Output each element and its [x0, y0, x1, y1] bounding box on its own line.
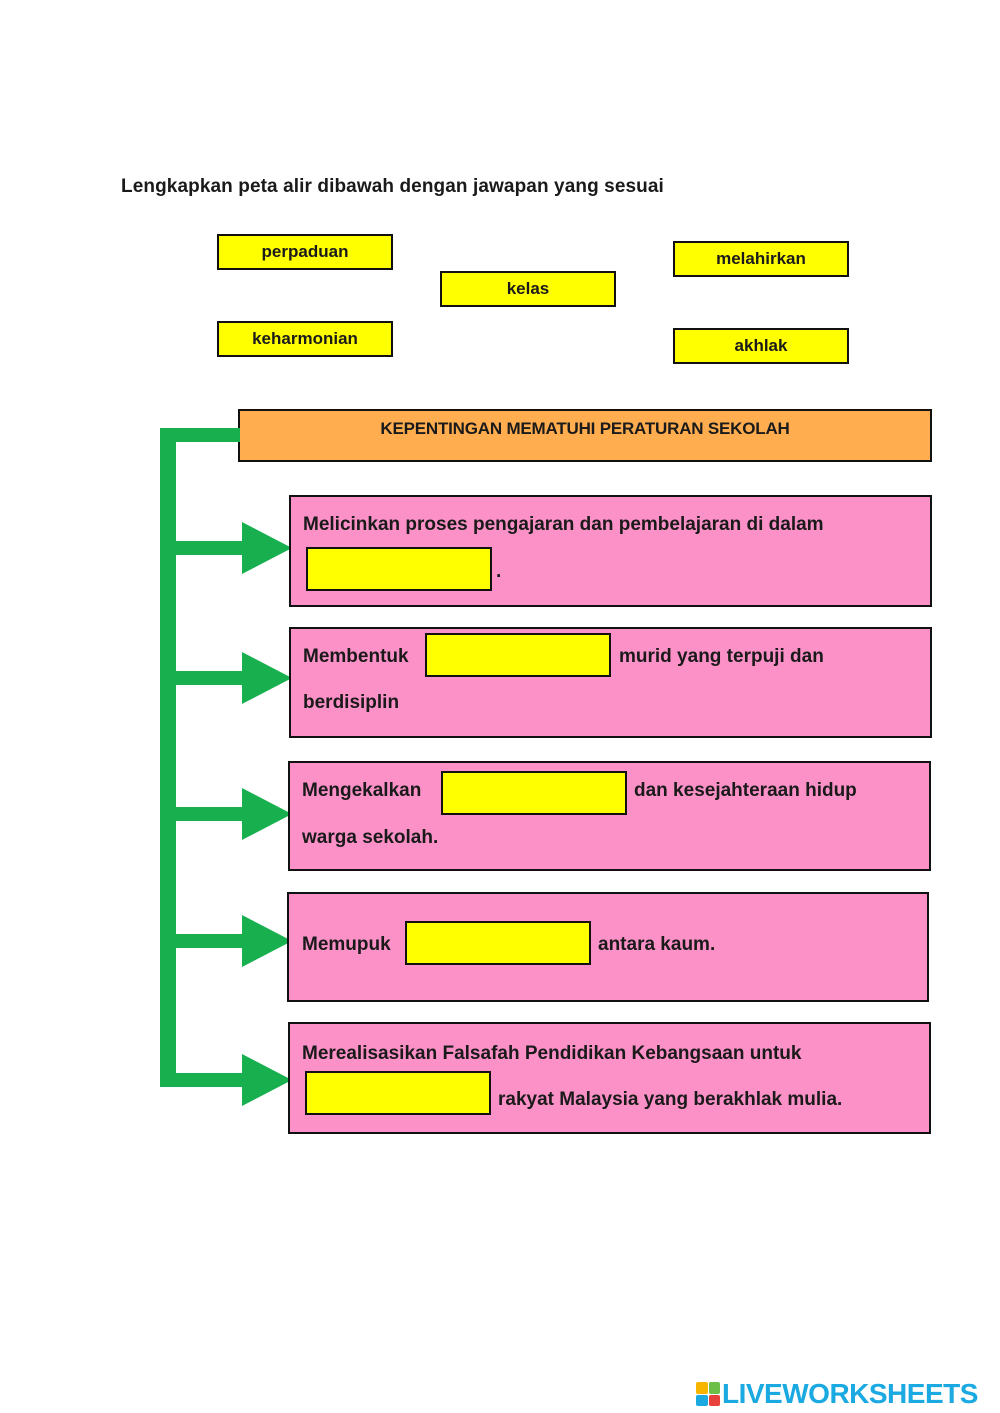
flowchart-item-5: Merealisasikan Falsafah Pendidikan Keban…: [288, 1022, 931, 1134]
arrow-right-icon: [176, 1054, 292, 1106]
brand-name: LIVEWORKSHEETS: [722, 1378, 978, 1409]
answer-drop-zone-5[interactable]: [305, 1071, 491, 1115]
connector-spine: [160, 428, 176, 1087]
instruction-text: Lengkapkan peta alir dibawah dengan jawa…: [121, 176, 664, 197]
answer-chip-perpaduan[interactable]: perpaduan: [217, 234, 393, 270]
answer-chip-akhlak[interactable]: akhlak: [673, 328, 849, 364]
logo-mark-icon: [696, 1382, 720, 1406]
flowchart-item-2: Membentuk murid yang terpuji dan berdisi…: [289, 627, 932, 738]
flowchart-item-4: Memupuk antara kaum.: [287, 892, 929, 1002]
item-3-text: Mengekalkan: [302, 780, 422, 801]
answer-drop-zone-4[interactable]: [405, 921, 591, 965]
flowchart-item-3: Mengekalkan dan kesejahteraan hidup warg…: [288, 761, 931, 871]
item-1-period: .: [496, 561, 502, 582]
item-2-text: Membentuk: [303, 646, 409, 667]
item-2-text-after: murid yang terpuji dan: [619, 646, 824, 667]
item-5-text-after: rakyat Malaysia yang berakhlak mulia.: [498, 1089, 843, 1110]
arrow-right-icon: [176, 652, 292, 704]
answer-chip-kelas[interactable]: kelas: [440, 271, 616, 307]
item-4-text-after: antara kaum.: [598, 934, 716, 955]
item-3-text-after: dan kesejahteraan hidup: [634, 780, 857, 801]
answer-drop-zone-3[interactable]: [441, 771, 627, 815]
item-5-text: Merealisasikan Falsafah Pendidikan Keban…: [302, 1043, 802, 1064]
answer-drop-zone-1[interactable]: [306, 547, 492, 591]
item-4-text: Memupuk: [302, 934, 391, 955]
connector-top: [160, 428, 240, 442]
arrow-right-icon: [176, 522, 292, 574]
item-3-text-line2: warga sekolah.: [302, 827, 439, 848]
item-1-text: Melicinkan proses pengajaran dan pembela…: [303, 514, 824, 535]
flowchart-item-1: Melicinkan proses pengajaran dan pembela…: [289, 495, 932, 607]
flowchart-title: KEPENTINGAN MEMATUHI PERATURAN SEKOLAH: [380, 419, 790, 438]
liveworksheets-logo: LIVEWORKSHEETS: [696, 1378, 978, 1410]
answer-chip-melahirkan[interactable]: melahirkan: [673, 241, 849, 277]
arrow-right-icon: [176, 915, 292, 967]
flowchart-header: KEPENTINGAN MEMATUHI PERATURAN SEKOLAH: [238, 409, 932, 462]
arrow-right-icon: [176, 788, 292, 840]
answer-drop-zone-2[interactable]: [425, 633, 611, 677]
answer-chip-keharmonian[interactable]: keharmonian: [217, 321, 393, 357]
item-2-text-line2: berdisiplin: [303, 692, 400, 713]
